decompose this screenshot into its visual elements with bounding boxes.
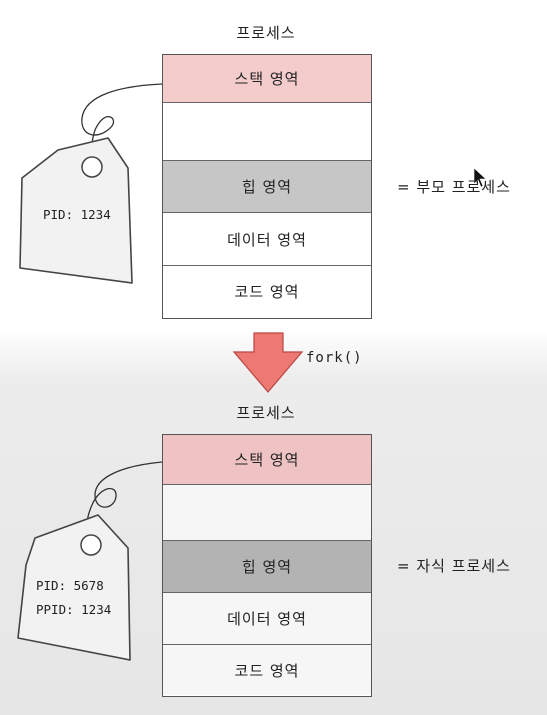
mouse-cursor-icon [473,167,487,188]
fork-arrow [232,332,304,393]
child-data-segment: 데이터 영역 [163,593,371,645]
parent-process-label: = 부모 프로세스 [397,178,511,196]
parent-pid: PID: 1234 [43,207,111,222]
parent-process-block: 스택 영역 힙 영역 데이터 영역 코드 영역 [162,54,372,319]
parent-process-title: 프로세스 [236,24,296,42]
child-process-title: 프로세스 [236,404,296,422]
child-tag [17,514,131,661]
parent-free-space [163,103,371,161]
parent-tag-string [81,83,163,166]
child-free-space [163,485,371,541]
parent-tag-hole [81,156,103,178]
parent-data-segment: 데이터 영역 [163,213,371,266]
parent-stack-segment: 스택 영역 [163,55,371,103]
parent-code-segment: 코드 영역 [163,266,371,317]
child-heap-segment: 힙 영역 [163,541,371,593]
child-pid: PID: 5678 [36,578,104,593]
parent-heap-segment: 힙 영역 [163,161,371,213]
child-process-label: = 자식 프로세스 [397,557,511,575]
parent-tag [19,137,133,284]
child-stack-segment: 스택 영역 [163,435,371,485]
fork-label: fork() [306,350,363,366]
child-tag-hole [80,534,102,556]
child-process-block: 스택 영역 힙 영역 데이터 영역 코드 영역 [162,434,372,697]
child-ppid: PPID: 1234 [36,602,112,617]
child-tag-string [85,461,163,546]
child-code-segment: 코드 영역 [163,645,371,695]
